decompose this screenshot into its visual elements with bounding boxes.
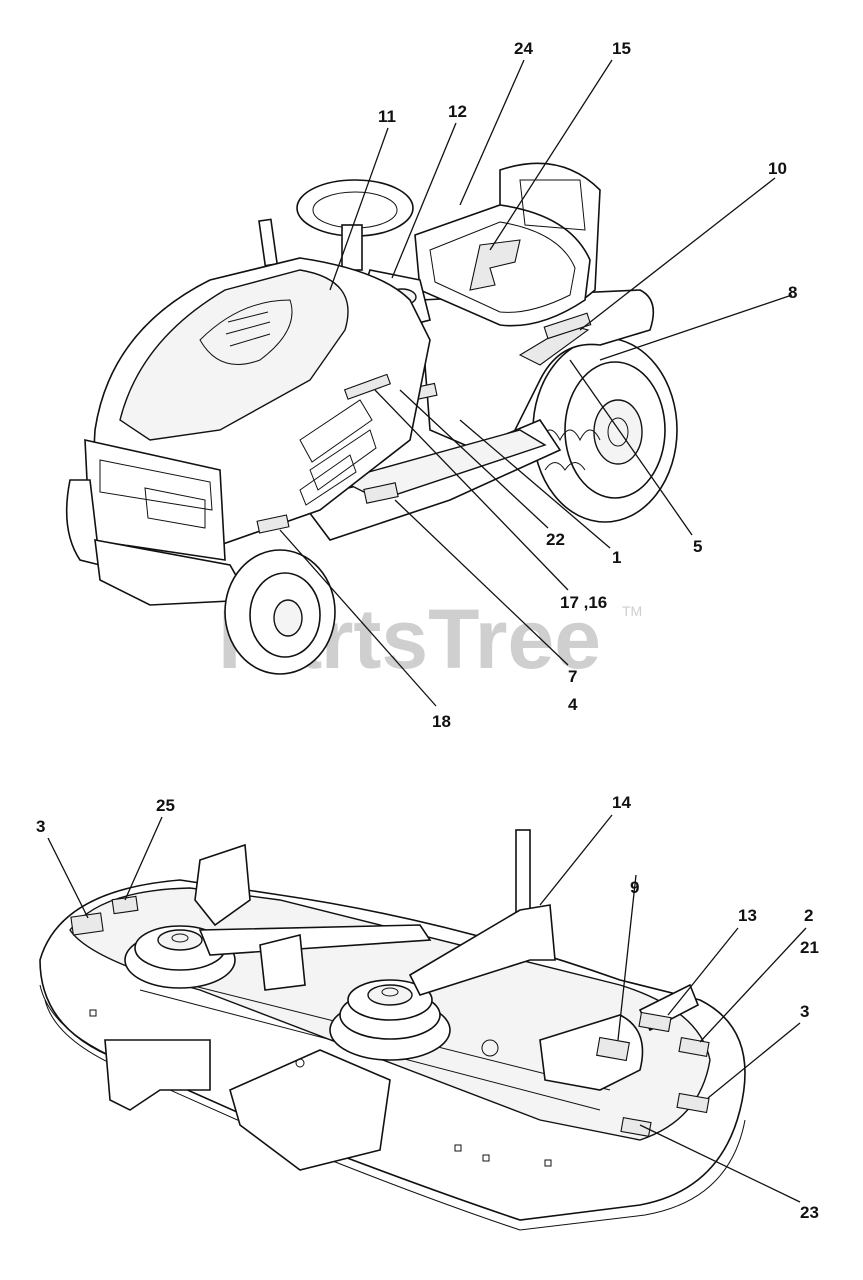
belt-cover xyxy=(539,1014,644,1091)
tractor-illustration xyxy=(65,162,678,675)
decal-hood-side xyxy=(343,373,392,400)
callout-17-16: 17 ,16 xyxy=(560,593,607,612)
callout-2: 2 xyxy=(804,906,813,925)
callout-11: 11 xyxy=(378,107,396,126)
decal-deck-21 xyxy=(678,1037,710,1057)
decal-deck-9 xyxy=(596,1036,630,1062)
front-wheel xyxy=(224,549,336,675)
mower-deck-illustration xyxy=(39,829,746,1231)
callout-1: 1 xyxy=(612,548,621,567)
rear-hanger-left xyxy=(194,843,251,927)
rear-wheel xyxy=(532,337,678,523)
seat xyxy=(414,162,601,327)
rear-fender xyxy=(419,289,655,462)
decal-hood-front xyxy=(256,514,290,534)
idler-arm xyxy=(198,924,432,956)
callout-labels: 24 15 11 12 10 8 22 1 5 17 ,16 7 4 18 3 … xyxy=(36,39,819,1222)
leader-lines-tractor xyxy=(279,59,793,707)
callout-10: 10 xyxy=(768,159,787,178)
belt-tension-arm xyxy=(408,904,556,996)
callout-5: 5 xyxy=(693,537,702,556)
callout-3-left: 3 xyxy=(36,817,45,836)
deck-holes xyxy=(89,1009,552,1167)
callout-18: 18 xyxy=(432,712,451,731)
watermark-trademark: TM xyxy=(622,603,642,619)
grille xyxy=(65,438,226,589)
idler-bracket xyxy=(259,933,306,991)
front-hanger-center xyxy=(229,1049,391,1171)
callout-12: 12 xyxy=(448,102,467,121)
callout-9: 9 xyxy=(630,878,639,897)
callout-7: 7 xyxy=(568,667,577,686)
callout-3-right: 3 xyxy=(800,1002,809,1021)
steering-wheel xyxy=(296,179,414,271)
callout-13: 13 xyxy=(738,906,757,925)
decal-deck-3a xyxy=(70,912,104,936)
leader-lines-deck xyxy=(47,814,807,1203)
callout-24: 24 xyxy=(514,39,533,58)
callout-15: 15 xyxy=(612,39,631,58)
right-spindle-pulley xyxy=(329,979,451,1061)
callout-8: 8 xyxy=(788,283,797,302)
callout-25: 25 xyxy=(156,796,175,815)
callout-22: 22 xyxy=(546,530,565,549)
decal-deck-3b xyxy=(676,1092,710,1114)
callout-21: 21 xyxy=(800,938,819,957)
callout-4: 4 xyxy=(568,695,578,714)
callout-23: 23 xyxy=(800,1203,819,1222)
front-hanger-left xyxy=(104,1039,211,1111)
front-bumper xyxy=(94,539,252,606)
decal-deck-25 xyxy=(111,895,139,915)
decal-deck-13 xyxy=(638,1011,672,1033)
throttle-lever xyxy=(258,218,279,267)
decal-fender-2 xyxy=(543,312,592,340)
decal-floor xyxy=(363,482,399,504)
callout-14: 14 xyxy=(612,793,631,812)
